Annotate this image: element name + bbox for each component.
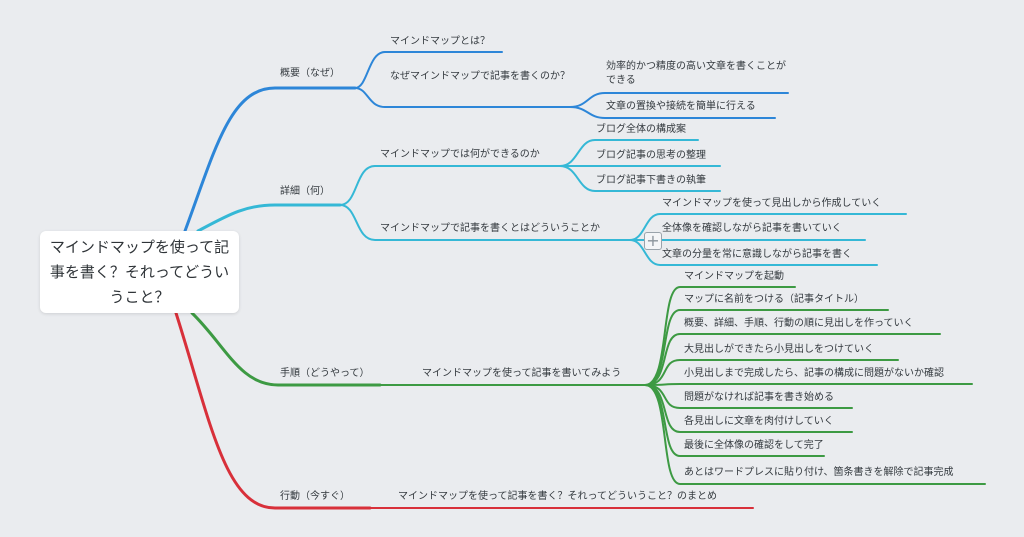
- connector-step-leaf-2: [644, 309, 889, 386]
- root-topic[interactable]: マインドマップを使って記事を書く？それってどういうこと？: [40, 231, 239, 313]
- step-leaf-4[interactable]: 大見出しができたら小見出しをつけていく: [684, 344, 874, 355]
- leaf-blog-structure[interactable]: ブログ全体の構成案: [596, 124, 686, 135]
- step-leaf-9[interactable]: あとはワードプレスに貼り付け、箇条書きを解除で記事完成: [684, 467, 954, 478]
- leaf-headings-first[interactable]: マインドマップを使って見出しから作成していく: [662, 198, 882, 209]
- leaf-easy-replace[interactable]: 文章の置換や接続を簡単に行える: [606, 101, 756, 112]
- connector-overview-child1: [354, 51, 503, 89]
- subtopic-summary[interactable]: マインドマップを使って記事を書く？それってどういうこと？のまとめ: [398, 491, 717, 502]
- topic-action[interactable]: 行動（今すぐ）: [280, 491, 350, 502]
- connector-step-leaf-1: [644, 286, 796, 386]
- topic-detail[interactable]: 詳細（何）: [280, 186, 330, 197]
- subtopic-try-writing[interactable]: マインドマップを使って記事を書いてみよう: [422, 368, 622, 379]
- leaf-overview-check[interactable]: 全体像を確認しながら記事を書いていく: [662, 223, 842, 234]
- step-leaf-8[interactable]: 最後に全体像の確認をして完了: [684, 440, 824, 451]
- connector-step-leaf-9: [644, 384, 986, 485]
- step-leaf-1[interactable]: マインドマップを起動: [684, 271, 784, 282]
- connector-detail-child2: [339, 204, 631, 241]
- connector-c2-leaf3: [629, 239, 878, 266]
- connector-child2-leaf2: [569, 106, 776, 119]
- connector-root-action: [174, 311, 372, 510]
- leaf-blog-thinking[interactable]: ブログ記事の思考の整理: [596, 150, 706, 161]
- collapse-toggle-icon[interactable]: +: [644, 232, 662, 250]
- connector-step-leaf-3: [644, 333, 941, 386]
- leaf-text-volume[interactable]: 文章の分量を常に意識しながら記事を書く: [662, 249, 852, 260]
- topic-overview[interactable]: 概要（なぜ）: [280, 68, 340, 79]
- step-leaf-3[interactable]: 概要、詳細、手順、行動の順に見出しを作っていく: [684, 318, 914, 329]
- subtopic-writing-with-mindmap[interactable]: マインドマップで記事を書くとはどういうことか: [380, 223, 600, 234]
- connector-root-overview: [183, 86, 357, 233]
- subtopic-what-is-mindmap[interactable]: マインドマップとは？: [390, 36, 490, 47]
- connector-detail-child1: [339, 165, 561, 206]
- connector-step-leaf-5: [644, 383, 973, 386]
- connector-overview-child2: [354, 87, 571, 108]
- step-leaf-5[interactable]: 小見出しまで完成したら、記事の構成に問題がないか確認: [684, 368, 944, 379]
- connector-root-detail: [196, 203, 342, 233]
- connector-c1-leaf3: [559, 165, 721, 192]
- topic-steps[interactable]: 手順（どうやって）: [280, 368, 370, 379]
- leaf-blog-draft[interactable]: ブログ記事下書きの執筆: [596, 175, 706, 186]
- leaf-efficient-writing[interactable]: 効率的かつ精度の高い文章を書くことができる: [606, 61, 786, 86]
- subtopic-why-mindmap[interactable]: なぜマインドマップで記事を書くのか？: [390, 71, 570, 82]
- step-leaf-2[interactable]: マップに名前をつける（記事タイトル）: [684, 294, 864, 305]
- subtopic-what-can-do[interactable]: マインドマップでは何ができるのか: [380, 149, 540, 160]
- step-leaf-6[interactable]: 問題がなければ記事を書き始める: [684, 392, 834, 403]
- step-leaf-7[interactable]: 各見出しに文章を肉付けしていく: [684, 416, 834, 427]
- connector-root-steps: [190, 311, 382, 387]
